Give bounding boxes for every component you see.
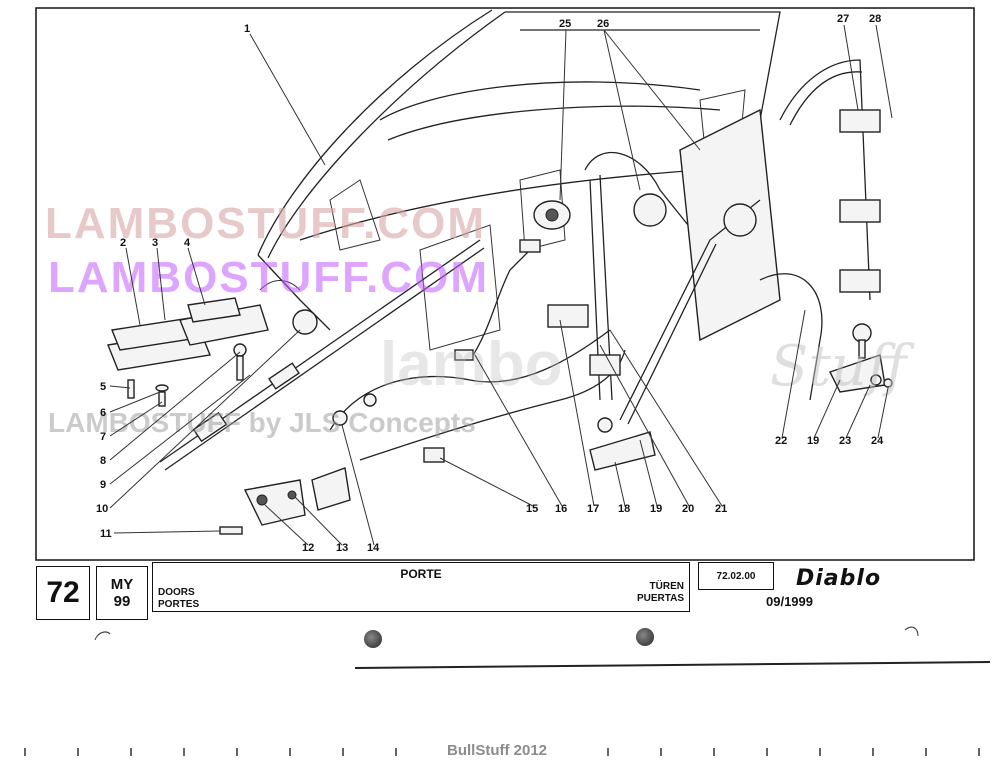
door-panel <box>257 9 781 351</box>
callout-10: 10 <box>96 503 108 515</box>
binder-hole-right <box>636 628 654 646</box>
page-number-box: 72 <box>36 566 90 620</box>
callout-23: 23 <box>839 435 851 447</box>
callout-5: 5 <box>100 381 106 393</box>
edge-ticks <box>24 748 980 756</box>
model-year-value: 99 <box>113 593 131 610</box>
binder-hole-left <box>364 630 382 648</box>
page-number: 72 <box>46 576 80 609</box>
section-code: 72.02.00 <box>716 570 756 582</box>
callout-16: 16 <box>555 503 567 515</box>
title-english: DOORS <box>158 587 195 598</box>
callout-12: 12 <box>302 542 314 554</box>
revision-date: 09/1999 <box>766 594 813 609</box>
callout-27: 27 <box>837 13 849 25</box>
model-year-box: MY 99 <box>96 566 148 620</box>
section-title: PORTE <box>400 567 442 581</box>
footer-credit: BullStuff 2012 <box>446 742 548 759</box>
model-year-label: MY <box>110 576 134 593</box>
window-regulator <box>547 59 881 425</box>
callout-14: 14 <box>367 542 380 554</box>
callout-13: 13 <box>336 542 348 554</box>
callout-1: 1 <box>244 23 250 35</box>
callout-3: 3 <box>152 237 158 249</box>
callout-25: 25 <box>559 18 571 30</box>
corner-mark-left <box>94 631 111 641</box>
watermark-grey-script: Stuff <box>770 334 915 399</box>
callout-21: 21 <box>715 503 727 515</box>
section-title-right: TÜREN PUERTAS <box>637 581 684 605</box>
callout-17: 17 <box>587 503 599 515</box>
callout-22: 22 <box>775 435 787 447</box>
callout-4: 4 <box>184 237 191 249</box>
section-code-box: 72.02.00 <box>698 562 774 590</box>
callout-9: 9 <box>100 479 106 491</box>
leader-lines <box>109 24 893 546</box>
callout-2: 2 <box>120 237 126 249</box>
callout-15: 15 <box>526 503 538 515</box>
callout-19a: 19 <box>650 503 662 515</box>
lock-assembly <box>107 280 318 371</box>
callout-8: 8 <box>100 455 106 467</box>
title-german: TÜREN <box>649 581 684 592</box>
callout-20: 20 <box>682 503 694 515</box>
section-title-box: PORTE DOORS PORTES TÜREN PUERTAS <box>152 562 690 612</box>
title-french: PORTES <box>158 599 200 610</box>
door-stop <box>589 417 656 471</box>
callout-labels: 1 2 3 4 5 6 7 8 9 10 11 12 13 14 15 16 1… <box>96 13 884 554</box>
section-title-left: DOORS PORTES <box>158 587 199 611</box>
callout-26: 26 <box>597 18 609 30</box>
watermark-grey-main: lambo <box>380 330 563 399</box>
callout-7: 7 <box>100 431 106 443</box>
callout-18: 18 <box>618 503 630 515</box>
cables <box>329 239 626 463</box>
brand-logo: Diablo <box>796 566 882 591</box>
handle-bracket <box>219 467 351 535</box>
lock-knob <box>829 323 893 393</box>
window-motor <box>533 200 571 230</box>
callout-11: 11 <box>100 528 112 540</box>
watermark-purple: LAMBOSTUFF.COM <box>48 253 489 302</box>
watermark-grey-small: LAMBOSTUFF by JLS Concepts <box>48 407 476 438</box>
callout-6: 6 <box>100 407 106 419</box>
title-spanish: PUERTAS <box>636 593 684 604</box>
watermark-red: LAMBOSTUFF.COM <box>45 199 486 248</box>
small-fasteners <box>127 343 247 407</box>
diagram-frame <box>35 7 975 561</box>
handle-rod <box>159 239 485 471</box>
callout-19b: 19 <box>807 435 819 447</box>
callout-24: 24 <box>871 435 884 447</box>
callout-28: 28 <box>869 13 881 25</box>
page-rule <box>354 661 991 669</box>
corner-mark-right <box>904 626 919 637</box>
